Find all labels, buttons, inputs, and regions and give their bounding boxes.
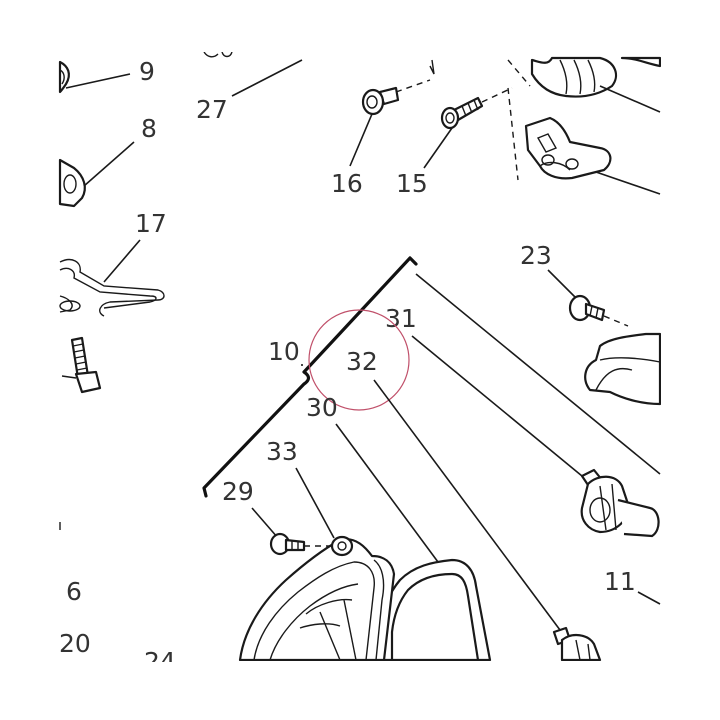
leader-30 [335, 423, 439, 563]
part-17-spring-clip [59, 258, 165, 317]
label-30: 30 [306, 393, 338, 422]
label-16: 16 [331, 169, 363, 198]
crop-mask-right [661, 0, 720, 720]
part-top-right-housing [530, 56, 662, 98]
label-32: 32 [346, 347, 378, 376]
label-31: 31 [385, 304, 417, 333]
leader-32 [373, 379, 561, 631]
leader-top-right-1 [599, 85, 661, 113]
leader-15 [423, 127, 453, 169]
leader-27 [231, 59, 303, 97]
label-9: 9 [139, 57, 155, 86]
leader-8 [83, 141, 135, 187]
leader-bracket-to-11 [415, 273, 661, 475]
leader-29 [251, 507, 279, 539]
leader-33 [295, 467, 335, 539]
part-8-bracket [58, 158, 86, 208]
assembly-bracket-10 [202, 256, 418, 498]
leader-16 [349, 113, 373, 167]
leader-top-right-2 [595, 171, 661, 195]
part-32-bulb [552, 626, 602, 662]
axis-top-marker [429, 59, 435, 75]
axis-15 [481, 87, 513, 103]
label-29: 29 [222, 477, 254, 506]
axis-23 [603, 315, 629, 327]
axis-16 [395, 79, 431, 93]
part-30-gasket [378, 558, 492, 662]
part-31-bulb [580, 468, 660, 538]
leader-11 [637, 591, 661, 605]
part-9-clip [58, 60, 70, 94]
part-15-screw [440, 96, 484, 130]
label-24-visible: 24 [144, 647, 176, 676]
crop-mask-bottom [0, 661, 720, 720]
part-16-bolt [361, 86, 400, 116]
leader-17 [103, 239, 141, 283]
label-23: 23 [520, 241, 552, 270]
part-top-right-bracket [524, 116, 612, 180]
label-6: 6 [66, 577, 82, 606]
part-23-screw [568, 294, 606, 322]
crop-mask-top [0, 0, 720, 52]
label-20: 20 [59, 629, 91, 658]
crop-mask-left [0, 0, 58, 720]
axis-top-right [507, 59, 531, 87]
label-17: 17 [135, 209, 167, 238]
label-15: 15 [396, 169, 428, 198]
label-33: 33 [266, 437, 298, 466]
label-8: 8 [141, 114, 157, 143]
axis-top-right-2 [507, 87, 519, 181]
part-right-cover [584, 332, 662, 406]
leader-31 [411, 335, 583, 477]
leader-23 [547, 269, 577, 299]
part-33-housing [238, 535, 396, 662]
highlight-circle [308, 309, 410, 411]
screw-left [61, 336, 102, 394]
part-29-screw [269, 532, 306, 556]
label-11: 11 [604, 567, 636, 596]
partial-label-top [203, 51, 233, 58]
label-27: 27 [196, 95, 228, 124]
leader-9 [65, 73, 131, 89]
label-10: 10 [268, 337, 300, 366]
